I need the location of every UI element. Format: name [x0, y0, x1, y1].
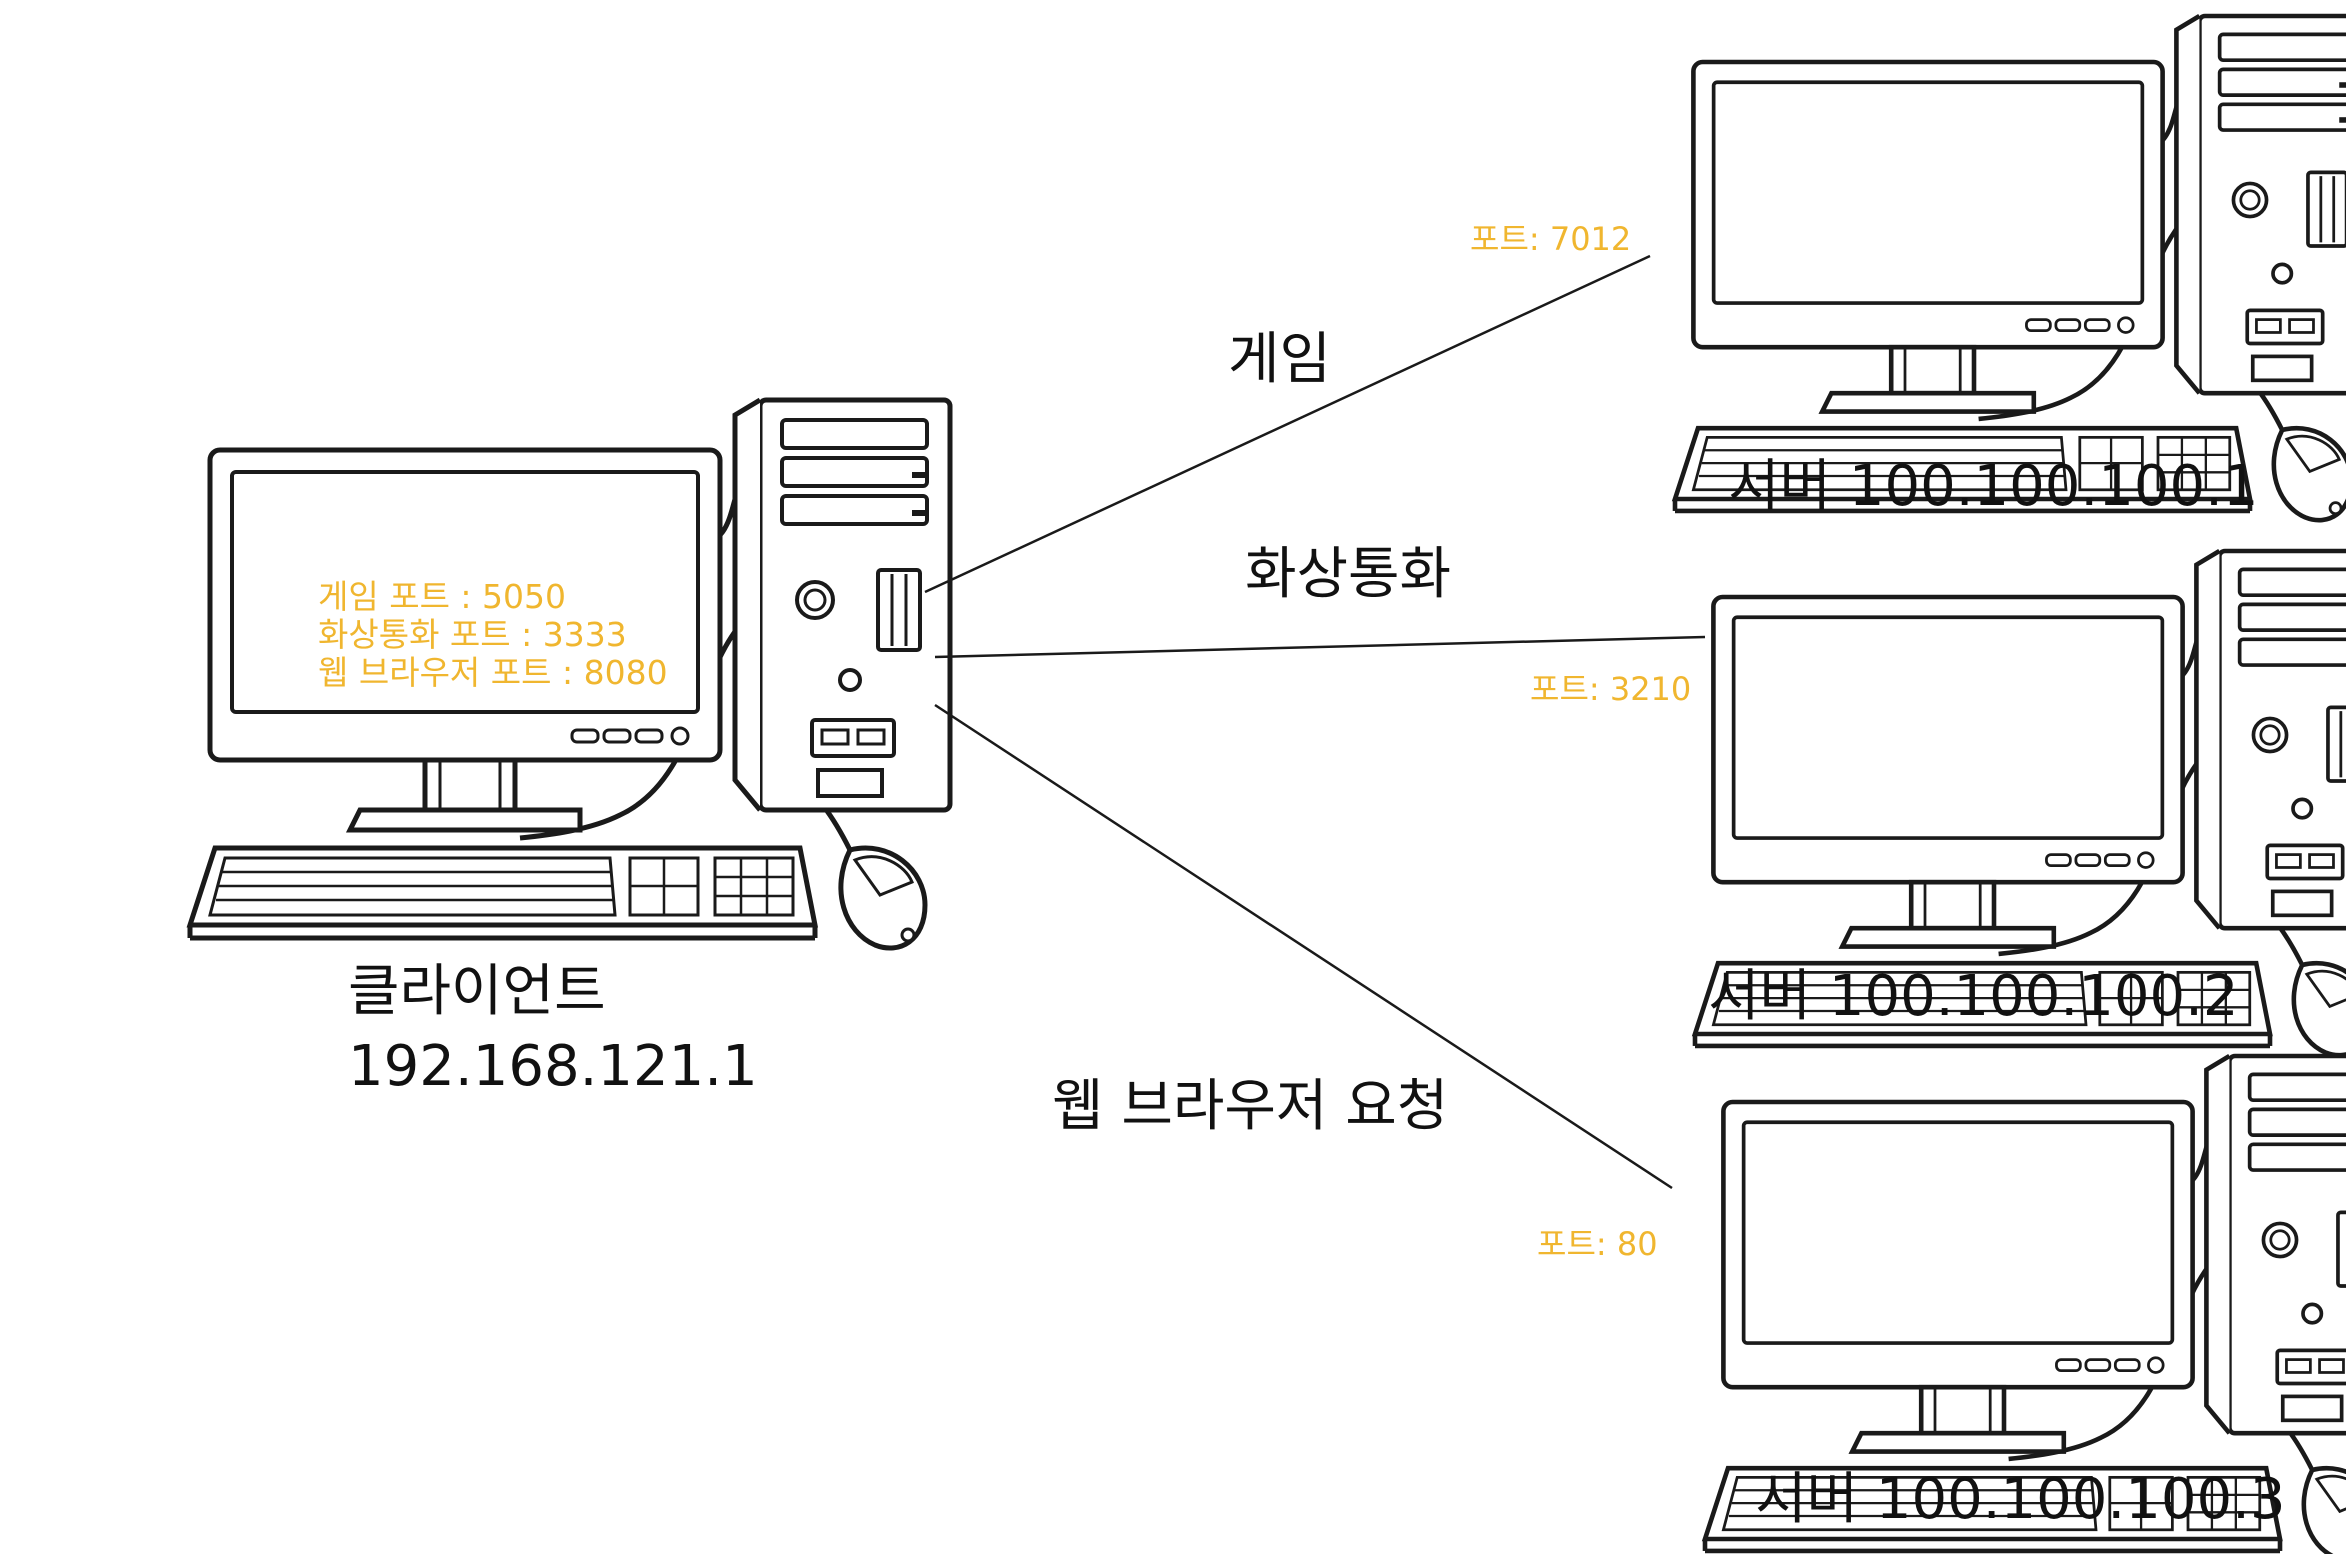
- server-label-2: 서버 100.100.100.2: [1708, 964, 2239, 1029]
- client-name: 클라이언트: [348, 959, 606, 1024]
- port-label-web: 포트: 80: [1537, 1225, 1658, 1263]
- server-label-1: 서버 100.100.100.1: [1728, 454, 2259, 519]
- port-label-video-call: 포트: 3210: [1530, 670, 1691, 708]
- server-label-3: 서버 100.100.100.3: [1755, 1467, 2286, 1532]
- connection-line-web: [934, 703, 1673, 1190]
- connection-line-video-call: [934, 635, 1706, 659]
- connection-line-game: [924, 254, 1651, 594]
- client-ip: 192.168.121.1: [348, 1034, 758, 1099]
- server-1-computer-icon: [1675, 16, 2346, 520]
- port-label-game: 포트: 7012: [1470, 220, 1631, 258]
- connection-label-game: 게임: [1228, 327, 1331, 392]
- client-screen-line-1: 게임 포트 : 5050: [318, 577, 566, 616]
- connection-label-web: 웹 브라우저 요청: [1052, 1074, 1448, 1139]
- connection-label-video-call: 화상통화: [1245, 542, 1451, 607]
- client-screen-line-2: 화상통화 포트 : 3333: [318, 615, 627, 654]
- client-screen-line-3: 웹 브라우저 포트 : 8080: [318, 653, 668, 692]
